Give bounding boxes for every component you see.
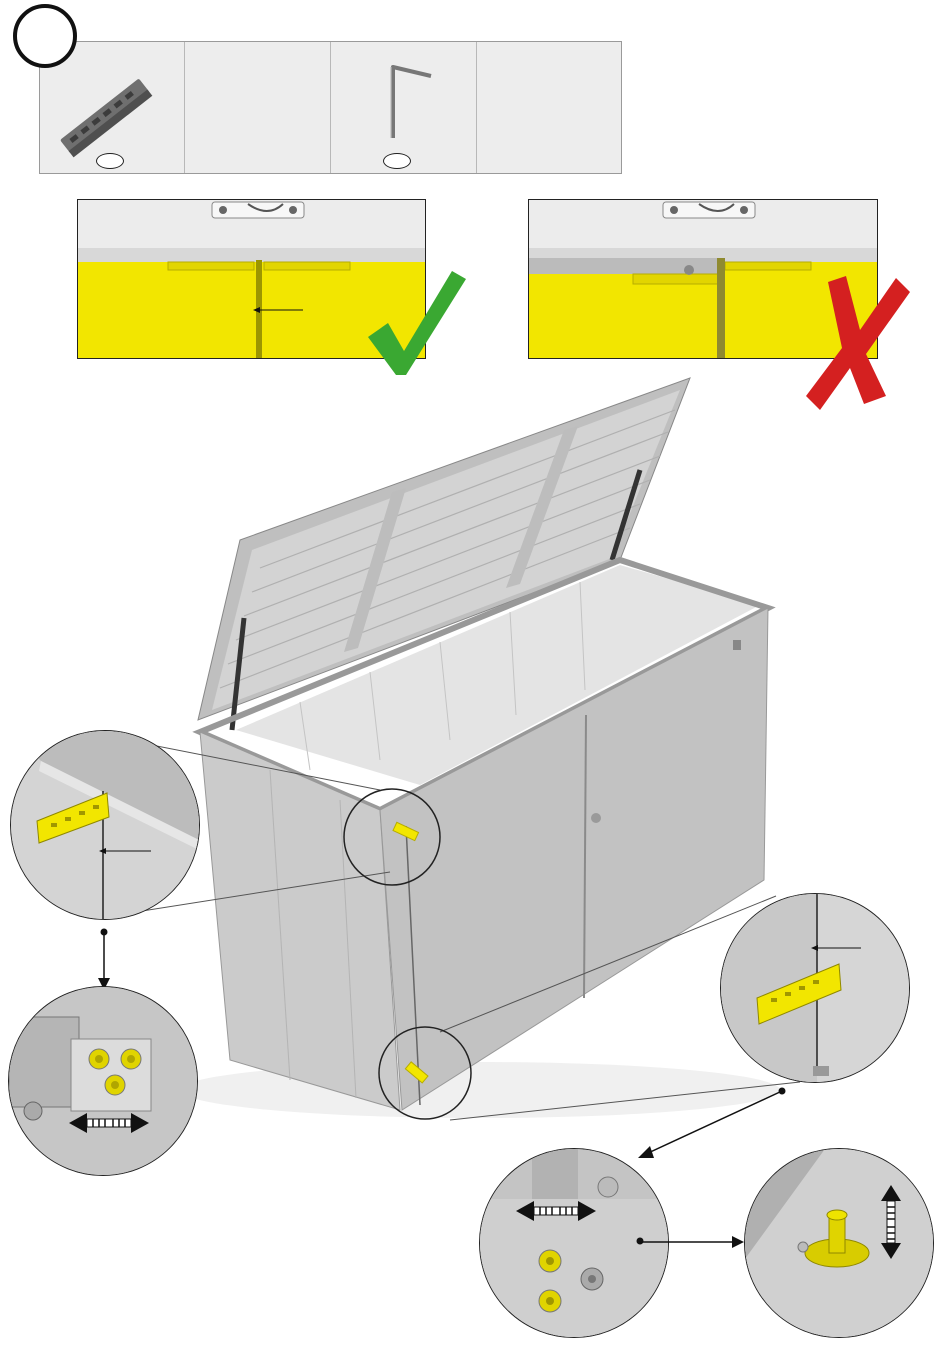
part-cell-empty-2: [477, 42, 621, 173]
cross-icon: [800, 272, 912, 412]
detail-hinge-plate-lens: [8, 986, 198, 1176]
detail-leveling-foot-lens: [744, 1148, 934, 1338]
step-number-circle: [13, 4, 77, 68]
detail-top-corner-lens: [10, 730, 200, 920]
part-quantity-bracket: [96, 153, 124, 169]
diagonal-arrow-icon: [630, 1086, 790, 1166]
part-quantity-allen-key: [383, 153, 411, 169]
down-arrow-icon: [96, 928, 112, 992]
parts-strip: [39, 41, 622, 174]
detail-bottom-corner-lens: [720, 893, 910, 1083]
checkmark-icon: [362, 265, 470, 380]
part-cell-allen-key: [331, 42, 477, 173]
part-cell-empty-1: [185, 42, 330, 173]
right-arrow-icon: [636, 1232, 748, 1252]
